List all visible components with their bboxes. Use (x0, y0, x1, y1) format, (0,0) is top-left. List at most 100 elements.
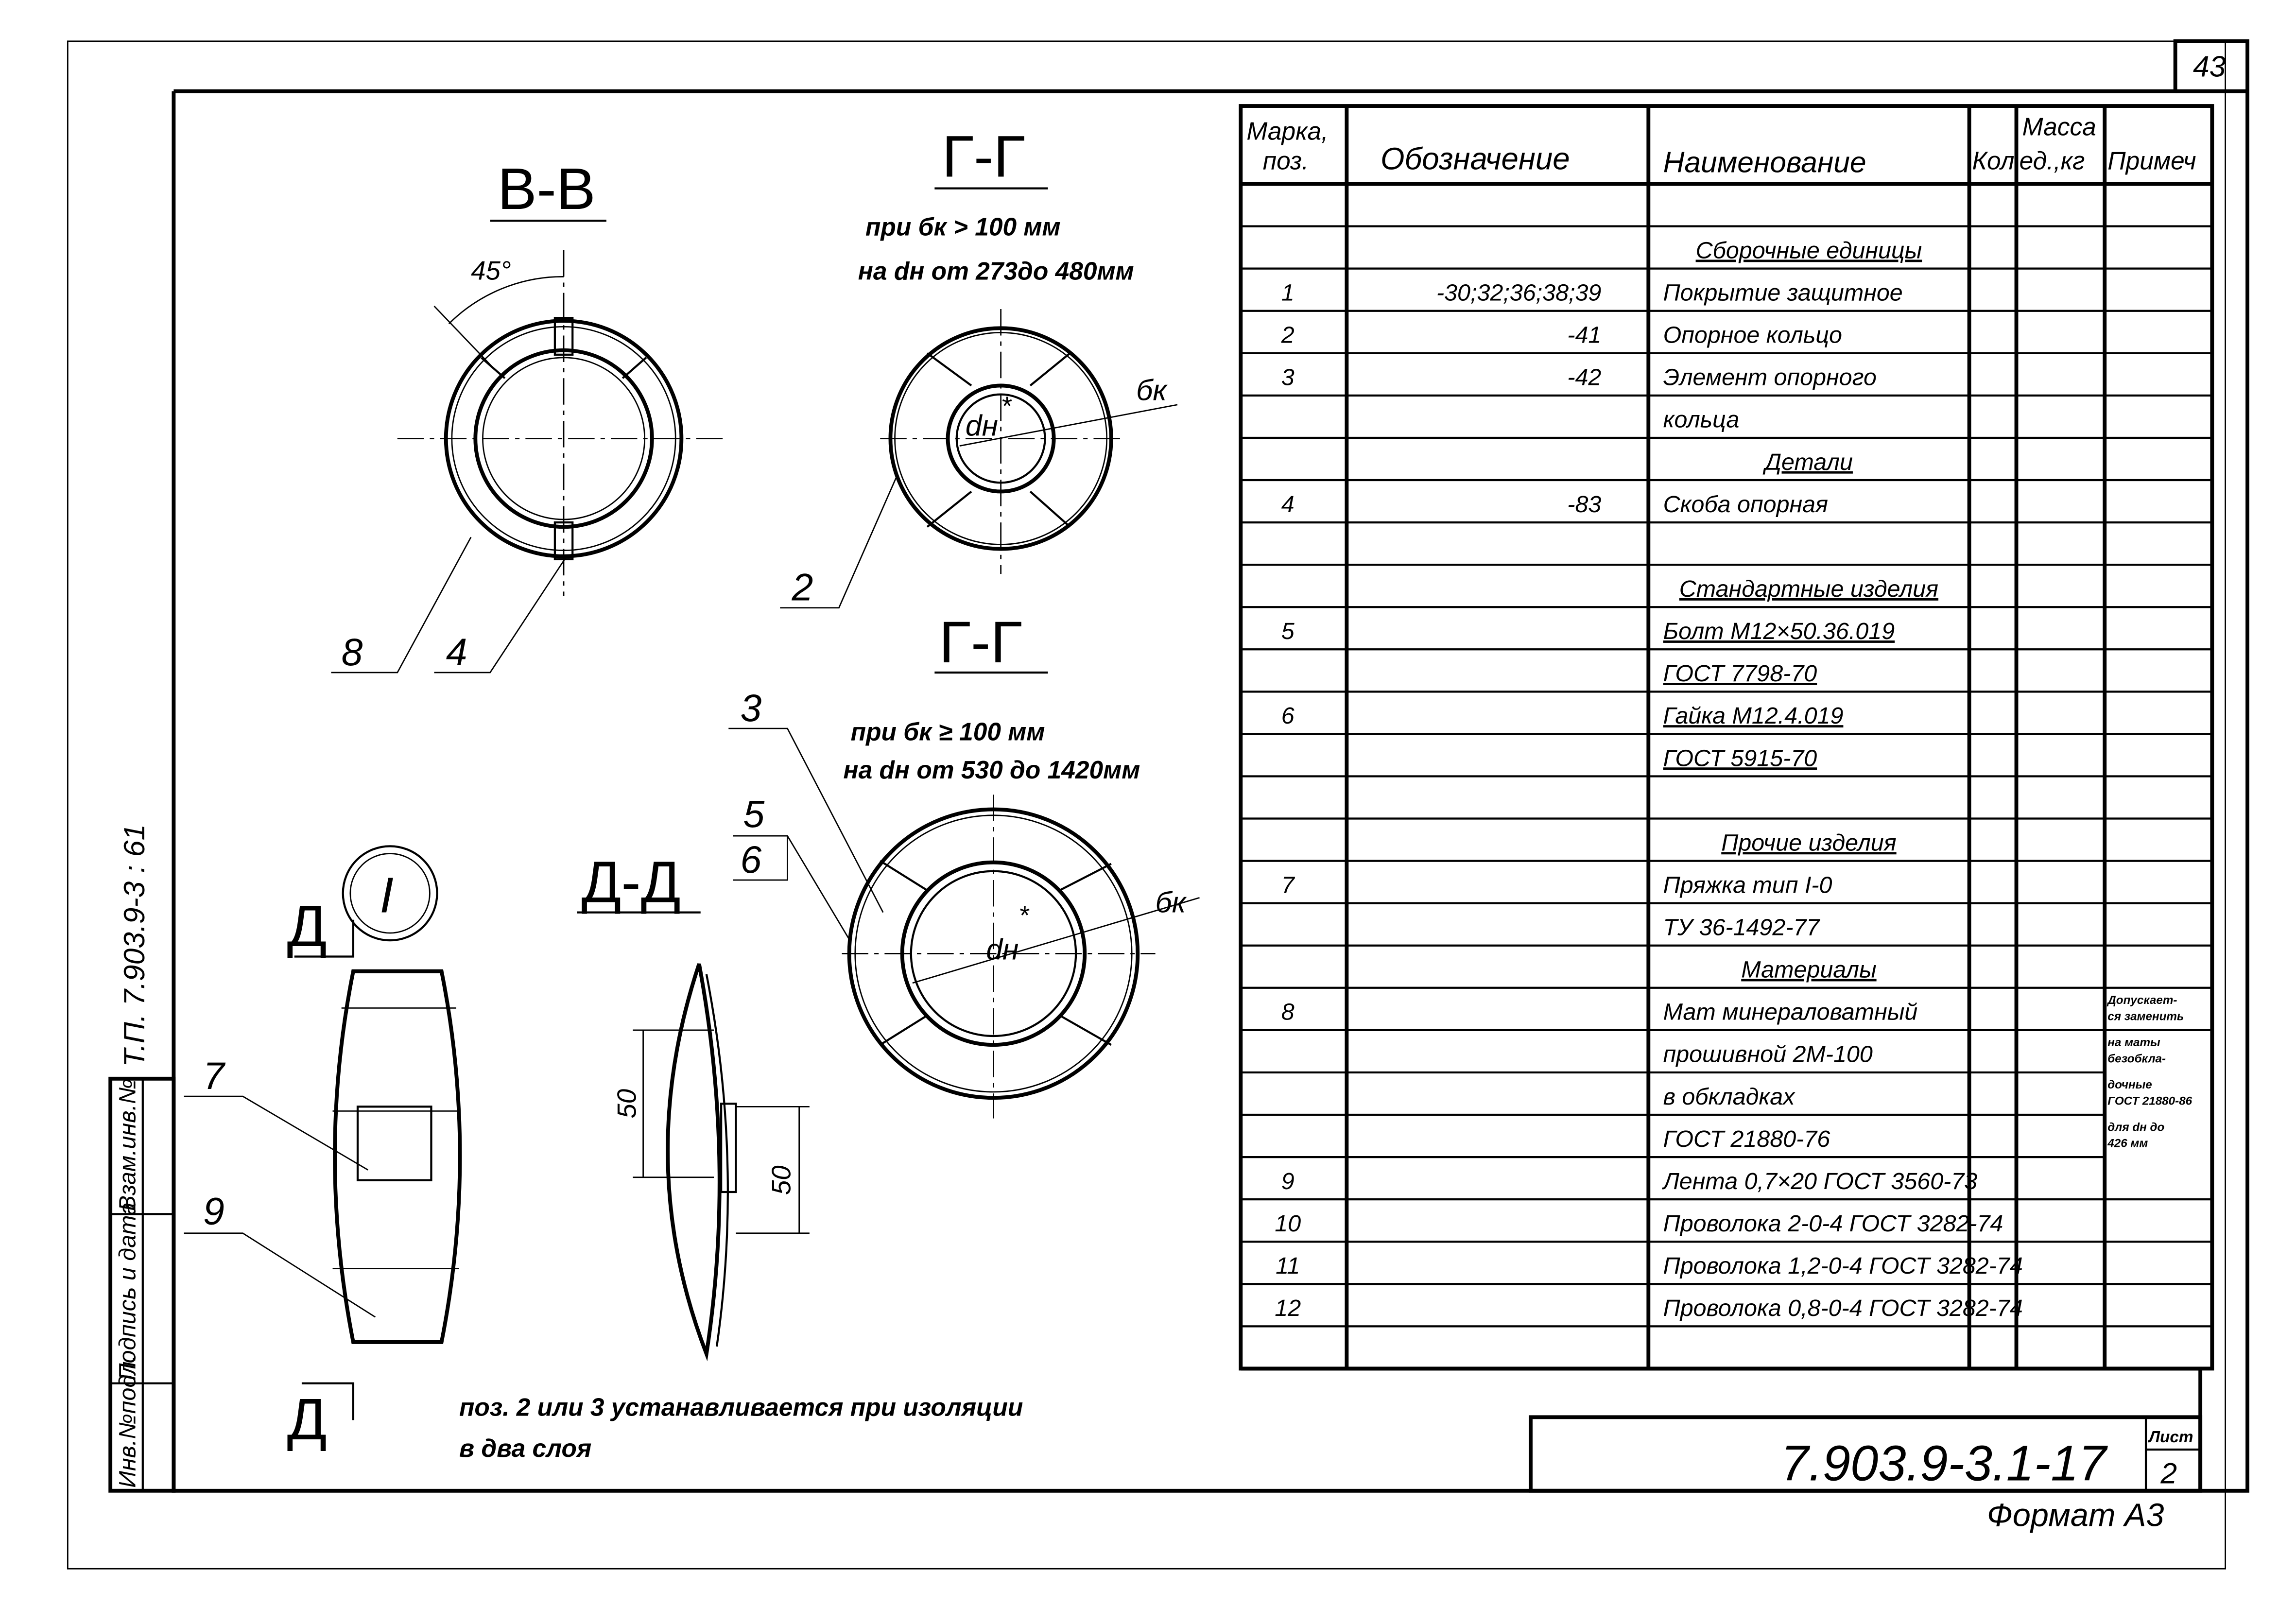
header-name: Наименование (1663, 145, 1866, 178)
header-designation: Обозначение (1381, 141, 1570, 176)
row-remark: безобкла- (2107, 1052, 2166, 1065)
row-remark: Допускает- (2106, 994, 2177, 1007)
row-name: ГОСТ 21880-76 (1663, 1126, 1830, 1152)
row-name: ГОСТ 7798-70 (1663, 660, 1817, 687)
row-pos: 10 (1275, 1210, 1301, 1237)
section-dd: Д-Д 50 50 (577, 848, 810, 1362)
row-name: Элемент опорного (1663, 364, 1877, 391)
condition-2: на dн от 530 до 1420мм (844, 756, 1140, 784)
callout-3: 3 (741, 687, 762, 729)
row-pos: 2 (1281, 322, 1295, 348)
page-number: 43 (2193, 50, 2226, 83)
dim-50-left: 50 (612, 1089, 641, 1119)
row-name: кольца (1663, 407, 1740, 433)
header-remark: Примеч (2107, 146, 2196, 174)
row-pos: 9 (1281, 1168, 1295, 1194)
row-name: Болт М12×50.36.019 (1663, 618, 1895, 644)
row-pos: 1 (1281, 280, 1295, 306)
stamp-sign-date: Подпись и дата (115, 1202, 141, 1380)
row-name: Мат минераловатный (1663, 999, 1918, 1025)
note-line-1: поз. 2 или 3 устанавливается при изоляци… (459, 1393, 1023, 1421)
callout-2: 2 (792, 566, 813, 609)
stamp-replaces-inv: Взам.инв.№ (115, 1079, 141, 1211)
document-code: 7.903.9-3.1-17 (1781, 1435, 2108, 1491)
header-mass-1: Масса (2022, 113, 2096, 141)
cut-label-top: Д (287, 893, 327, 959)
detail-label: I (380, 867, 394, 923)
row-name: Детали (1762, 449, 1853, 475)
row-pos: 4 (1281, 491, 1295, 518)
sheet-label: Лист (2148, 1428, 2193, 1446)
row-name: Покрытие защитное (1663, 280, 1903, 306)
row-designation: -41 (1567, 322, 1601, 348)
cut-label-bottom: Д (287, 1386, 327, 1452)
row-pos: 3 (1281, 364, 1295, 391)
sheet-number: 2 (2160, 1457, 2177, 1490)
row-pos: 5 (1281, 618, 1295, 644)
row-name: Лента 0,7×20 ГОСТ 3560-73 (1662, 1168, 1978, 1194)
thickness-label: бк (1156, 886, 1187, 919)
row-name: Пряжка тип I-0 (1663, 872, 1832, 898)
header-pos-1: Марка, (1246, 117, 1328, 145)
row-name: ГОСТ 5915-70 (1663, 745, 1817, 771)
outer-border (67, 40, 2226, 1570)
section-gg-1: Г-Г при бк > 100 мм на dн от 273до 480мм… (780, 123, 1178, 609)
stamp-inv-orig: Инв.№подл. (115, 1355, 141, 1488)
condition-1: при бк > 100 мм (865, 213, 1061, 241)
angle-label: 45° (471, 256, 511, 285)
header-pos-2: поз. (1263, 146, 1309, 174)
callout-7: 7 (203, 1054, 226, 1097)
row-name: Прочие изделия (1721, 829, 1896, 856)
thickness-label: бк (1136, 374, 1168, 407)
section-gg-1-title: Г-Г (942, 123, 1025, 189)
format-label: Формат А3 (1987, 1497, 2164, 1533)
row-pos: 12 (1275, 1295, 1301, 1321)
row-remark: на маты (2107, 1036, 2160, 1049)
specification-table: Марка, поз. Обозначение Наименование Кол… (1239, 104, 2214, 1371)
row-remark: для dн до (2107, 1121, 2164, 1134)
row-name: Скоба опорная (1663, 491, 1828, 518)
callout-4: 4 (446, 631, 467, 674)
callout-9: 9 (203, 1190, 224, 1233)
row-name: в обкладках (1663, 1084, 1796, 1110)
diameter-label: dн (966, 409, 998, 442)
row-name: Материалы (1741, 957, 1876, 983)
row-pos: 6 (1281, 703, 1295, 729)
section-gg-2-title: Г-Г (939, 609, 1022, 675)
row-remark: ГОСТ 21880-86 (2107, 1095, 2192, 1108)
note-line-2: в два слоя (459, 1434, 591, 1462)
section-bb: В-В 45° 8 4 (331, 156, 729, 674)
row-name: Проволока 0,8-0-4 ГОСТ 3282-74 (1663, 1295, 2023, 1321)
section-dd-title: Д-Д (581, 848, 680, 915)
dim-50-right: 50 (766, 1165, 796, 1195)
row-name: Проволока 1,2-0-4 ГОСТ 3282-74 (1663, 1253, 2023, 1279)
row-name: Сборочные единицы (1696, 237, 1922, 263)
diameter-label: dн (986, 933, 1019, 966)
row-name: прошивной 2М-100 (1663, 1041, 1873, 1068)
album-code: Т.П. 7.903.9-3 : 61 (118, 824, 151, 1067)
title-block: 7.903.9-3.1-17 Лист 2 Формат А3 (1241, 1366, 2203, 1533)
row-remark: ся заменить (2107, 1010, 2184, 1023)
callout-6: 6 (741, 838, 762, 881)
section-bb-title: В-В (498, 156, 596, 222)
row-pos: 8 (1281, 999, 1295, 1025)
row-name: ТУ 36-1492-77 (1663, 915, 1821, 941)
row-name: Гайка М12.4.019 (1663, 703, 1844, 729)
row-pos: 7 (1281, 872, 1295, 898)
row-remark: 426 мм (2107, 1137, 2148, 1150)
row-designation: -30;32;36;38;39 (1436, 280, 1601, 306)
header-mass-2: ед.,кг (2020, 146, 2085, 174)
asterisk: * (1019, 900, 1030, 930)
condition-1: при бк ≥ 100 мм (851, 717, 1045, 745)
row-name: Проволока 2-0-4 ГОСТ 3282-74 (1663, 1210, 2003, 1237)
asterisk: * (1001, 391, 1012, 421)
row-name: Опорное кольцо (1663, 322, 1842, 348)
header-qty: Кол (1972, 146, 2015, 174)
row-name: Стандартные изделия (1679, 576, 1938, 602)
row-designation: -42 (1567, 364, 1601, 391)
row-designation: -83 (1567, 491, 1601, 518)
callout-5: 5 (743, 793, 765, 835)
row-remark: дочные (2107, 1078, 2152, 1091)
elevation-view: I Д Д 7 9 (184, 845, 462, 1452)
